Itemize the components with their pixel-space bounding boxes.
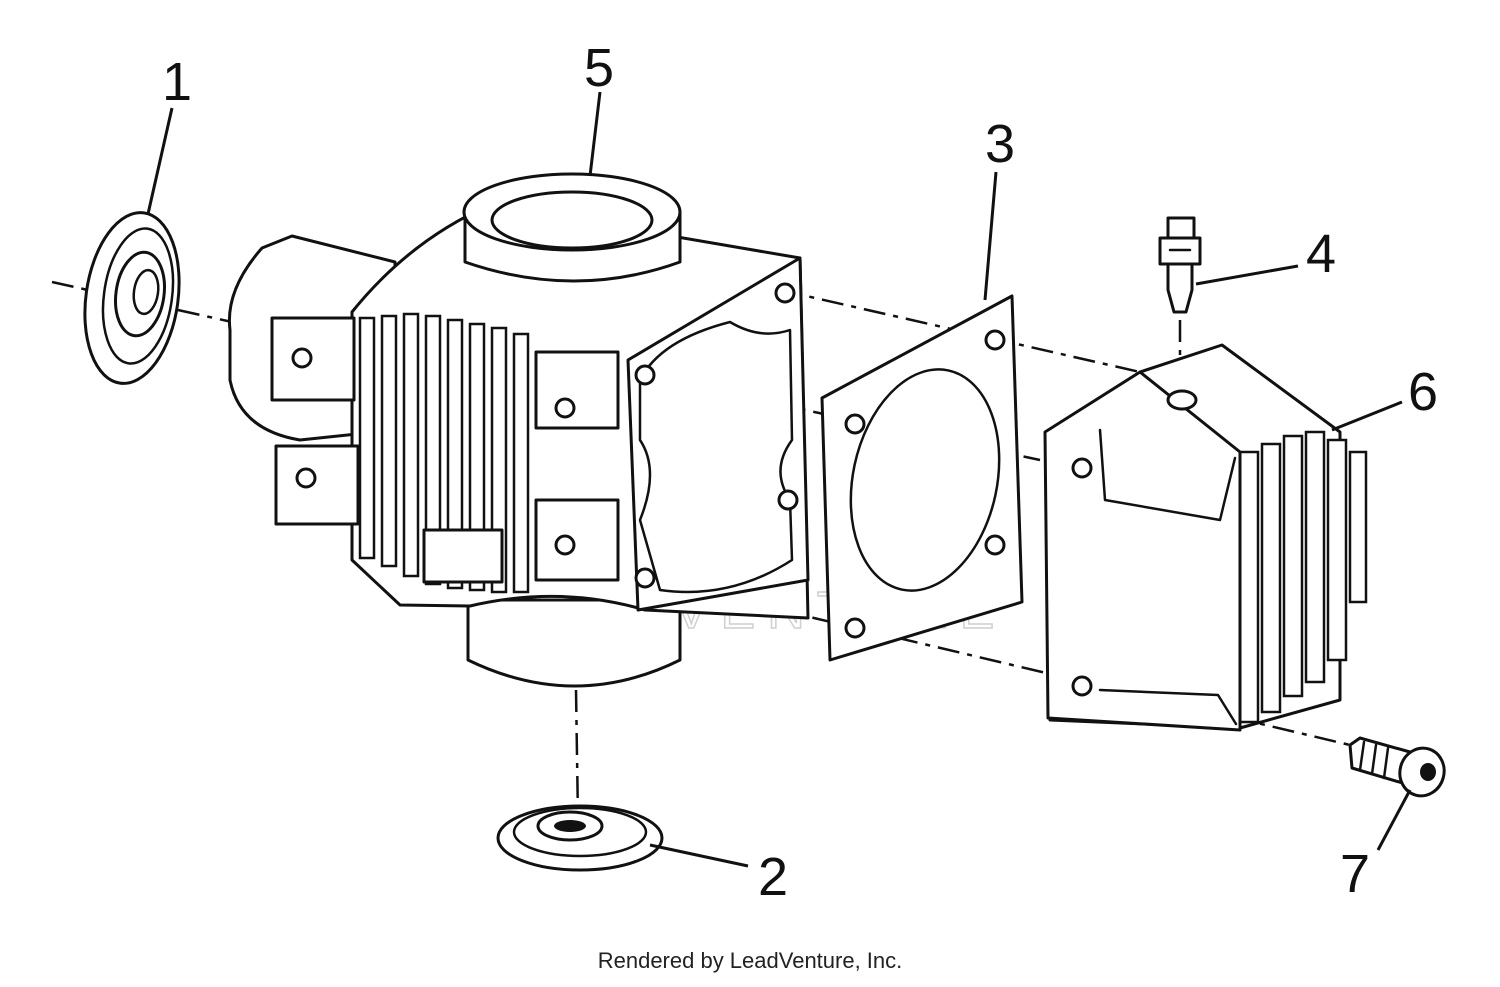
leader-7 xyxy=(1376,789,1412,851)
leader-4 xyxy=(1195,264,1299,286)
callout-1: 1 xyxy=(162,52,192,112)
part-1-seal xyxy=(83,211,181,385)
callout-3: 3 xyxy=(985,114,1015,174)
part-6-cylinder-head xyxy=(1043,343,1368,732)
leader-6 xyxy=(1331,400,1403,432)
leader-1 xyxy=(146,107,174,215)
callout-2: 2 xyxy=(758,847,788,907)
part-4-plug xyxy=(1158,216,1202,314)
leader-3 xyxy=(983,171,998,301)
callout-4: 4 xyxy=(1306,224,1336,284)
callout-7: 7 xyxy=(1340,844,1370,904)
part-3-gasket xyxy=(820,294,1024,662)
callout-5: 5 xyxy=(584,38,614,98)
part-7-screw xyxy=(1348,736,1446,798)
callout-6: 6 xyxy=(1408,362,1438,422)
leader-5 xyxy=(588,91,602,177)
footer-credit: Rendered by LeadVenture, Inc. xyxy=(597,948,903,973)
part-5-cylinder-body xyxy=(227,172,810,688)
leader-2 xyxy=(649,843,749,868)
part-2-seal xyxy=(496,804,664,872)
axis-line-5 xyxy=(574,689,580,821)
